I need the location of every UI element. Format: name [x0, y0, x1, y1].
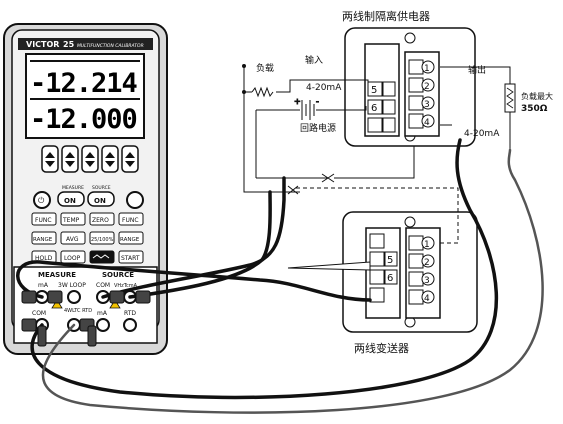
- transmitter-device: 5 6 1 2 3 4 两线变送器: [287, 211, 478, 355]
- loop-power-label: 回路电源: [300, 122, 336, 134]
- label-text: 4WLTC RTD: [64, 308, 92, 314]
- jack-rtd-source[interactable]: [123, 318, 137, 332]
- max-load-label: 负载最大: [521, 91, 553, 101]
- source-on-button[interactable]: [87, 191, 115, 207]
- label-text: RTD: [124, 310, 136, 317]
- output-label: 输出: [468, 64, 486, 76]
- iso-terminal-1: 1: [424, 64, 430, 74]
- current-in-label: 4-20mA: [306, 83, 342, 93]
- label-text: -: [316, 97, 319, 106]
- label-text: +: [294, 97, 301, 106]
- lcd-screen: [25, 53, 145, 139]
- label-text: MEASURE: [62, 185, 84, 191]
- label-text: TEMP: [62, 217, 80, 224]
- label-text: VHzTcmA: [114, 283, 138, 289]
- arrow-keys[interactable]: [41, 145, 139, 173]
- iso-terminal-3: 3: [424, 100, 430, 110]
- gray-wires: [41, 148, 544, 414]
- thin-wires: + -: [242, 64, 516, 244]
- input-label: 输入: [305, 54, 323, 66]
- label-text: COM: [32, 310, 46, 317]
- label-text: START: [121, 255, 140, 262]
- iso-terminal-5: 5: [371, 85, 377, 96]
- load-label: 负载: [256, 62, 274, 74]
- label-text: SOURCE: [92, 185, 111, 191]
- label-text: mA: [38, 282, 49, 289]
- label-text: COM: [96, 282, 110, 289]
- measure-label: MEASURE: [38, 271, 76, 279]
- label-text: RANGE: [120, 237, 140, 243]
- iso-terminal-4: 4: [424, 118, 430, 128]
- label-text: mA: [97, 310, 108, 317]
- label-text: ⏻: [38, 196, 45, 205]
- label-text: 25/100%: [91, 237, 114, 243]
- backlight-button[interactable]: [126, 191, 144, 209]
- label-text: RANGE: [33, 237, 53, 243]
- tx-terminal-4: 4: [424, 294, 430, 304]
- measure-on-button[interactable]: [57, 191, 85, 207]
- multifunction-calibrator: VICTOR 25 MULTIFUNCTION CALIBRATOR -12.2…: [3, 23, 168, 355]
- transmitter-title: 两线变送器: [354, 341, 409, 355]
- jack-source-ma[interactable]: [96, 318, 110, 332]
- jack-3w-loop[interactable]: [67, 290, 81, 304]
- label-text: FUNC: [122, 217, 139, 224]
- current-out-label: 4-20mA: [464, 129, 500, 139]
- label-text: ZERO: [92, 217, 109, 224]
- tx-terminal-2: 2: [424, 258, 430, 268]
- key-row-2[interactable]: RANGE AVG 25/100% RANGE: [31, 231, 144, 245]
- isolator-device: 两线制隔离供电器 5 6 1 2 3 4: [342, 9, 476, 147]
- test-plugs: [21, 290, 151, 347]
- power-button[interactable]: [33, 191, 51, 209]
- meter-subtitle: MULTIFUNCTION CALIBRATOR: [77, 43, 144, 49]
- sensor-probe: [287, 261, 371, 271]
- label-text: FUNC: [35, 217, 52, 224]
- max-load-value: 350Ω: [521, 104, 548, 114]
- label-text: ON: [94, 197, 106, 205]
- tx-terminal-1: 1: [424, 240, 430, 250]
- iso-terminal-2: 2: [424, 82, 430, 92]
- label-text: LOOP: [64, 255, 81, 262]
- thick-wires: [16, 138, 498, 400]
- isolator-title: 两线制隔离供电器: [342, 9, 430, 23]
- tx-terminal-5: 5: [387, 255, 393, 266]
- iso-terminal-6: 6: [371, 103, 377, 114]
- label-text: 3W LOOP: [58, 282, 86, 289]
- meter-brand: VICTOR: [26, 40, 59, 49]
- key-row-1[interactable]: FUNC TEMP ZERO FUNC: [31, 212, 144, 226]
- tx-terminal-6: 6: [387, 273, 393, 284]
- secondary-reading: -12.000: [30, 104, 137, 135]
- source-label: SOURCE: [102, 271, 134, 279]
- primary-reading: -12.214: [30, 68, 138, 99]
- tx-terminal-3: 3: [424, 276, 430, 286]
- label-text: ON: [64, 197, 76, 205]
- label-text: AVG: [66, 236, 79, 243]
- label-text: HOLD: [35, 255, 53, 262]
- meter-model: 25: [63, 40, 75, 49]
